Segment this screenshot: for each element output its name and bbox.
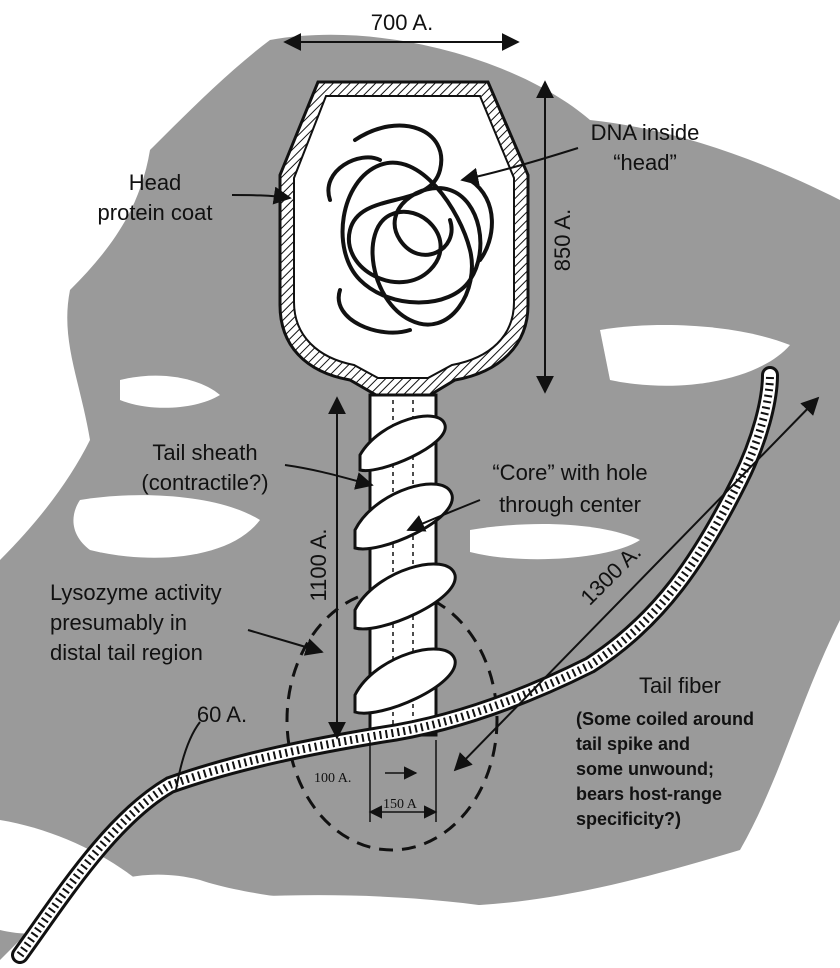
tail-fiber-note-line4: bears host-range [576,784,722,804]
head-coat-label-line2: protein coat [98,200,213,225]
head-height-label: 850 A. [550,209,575,271]
lysozyme-label-line3: distal tail region [50,640,203,665]
core-label-line1: “Core” with hole [492,460,647,485]
tail-fiber-note-line1: (Some coiled around [576,709,754,729]
dna-label-line1: DNA inside [591,120,700,145]
tail-fiber-note-line3: some unwound; [576,759,714,779]
core-hole-label: 100 A. [314,771,351,786]
tail-fiber-label: Tail fiber [639,673,721,698]
core-label-line2: through center [499,492,641,517]
white-patch [180,895,560,968]
head-coat-label-line1: Head [129,170,182,195]
tail-fiber-note-line5: specificity?) [576,809,681,829]
tail-length-label: 1100 A. [306,529,331,602]
core-width-label: 150 A [383,797,418,812]
lysozyme-label-line2: presumably in [50,610,187,635]
tail-sheath-label-line2: (contractile?) [141,470,268,495]
tail-fiber-note-line2: tail spike and [576,734,690,754]
head-width-label: 700 A. [371,10,433,35]
fiber-width-label: 60 A. [197,702,247,727]
lysozyme-label-line1: Lysozyme activity [50,580,222,605]
tail-sheath-label-line1: Tail sheath [152,440,257,465]
dna-label-line2: “head” [613,150,677,175]
